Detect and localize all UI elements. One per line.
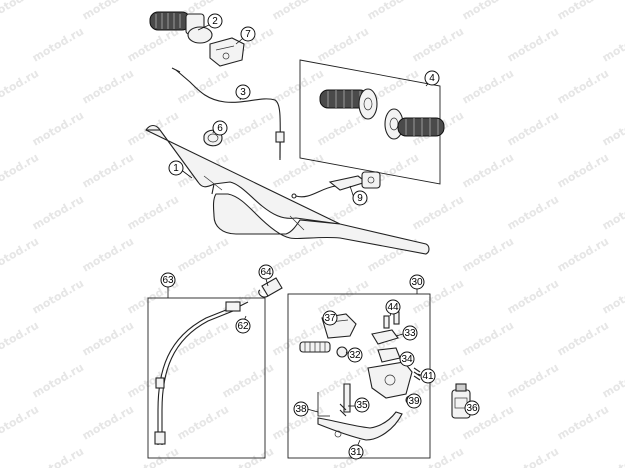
callout-33: 33 — [402, 325, 418, 341]
callout-number: 44 — [387, 302, 399, 313]
throttle-housing-part — [209, 37, 245, 67]
callout-32: 32 — [347, 347, 363, 363]
callout-3: 3 — [235, 84, 251, 100]
callout-64: 64 — [258, 264, 274, 280]
callout-number: 3 — [240, 87, 246, 98]
callout-number: 35 — [356, 400, 368, 411]
callout-number: 33 — [404, 328, 416, 339]
callout-35: 35 — [354, 397, 370, 413]
callout-number: 4 — [429, 73, 435, 84]
callout-number: 7 — [245, 29, 251, 40]
callout-62: 62 — [235, 318, 251, 334]
callout-7: 7 — [240, 26, 256, 42]
grip-right-part — [384, 108, 445, 140]
callout-number: 30 — [411, 277, 423, 288]
callout-37: 37 — [322, 310, 338, 326]
callout-number: 34 — [401, 354, 413, 365]
callout-41: 41 — [420, 368, 436, 384]
callout-31: 31 — [348, 444, 364, 460]
callout-30: 30 — [409, 274, 425, 290]
kill-switch-part — [291, 171, 381, 199]
callout-number: 9 — [357, 193, 363, 204]
callout-4: 4 — [424, 70, 440, 86]
clutch-cable-box — [147, 297, 266, 459]
clutch-lever-assembly-parts — [299, 311, 421, 441]
callout-9: 9 — [352, 190, 368, 206]
callout-1: 1 — [168, 160, 184, 176]
callout-number: 39 — [408, 396, 420, 407]
callout-number: 31 — [350, 447, 362, 458]
callout-number: 62 — [237, 321, 249, 332]
throttle-cable-part — [171, 67, 285, 161]
callout-39: 39 — [406, 393, 422, 409]
callout-number: 32 — [349, 350, 361, 361]
callout-44: 44 — [385, 299, 401, 315]
handlebar-part — [145, 124, 430, 255]
callout-number: 36 — [466, 403, 478, 414]
grip-set-box — [299, 59, 441, 185]
callout-6: 6 — [212, 120, 228, 136]
callout-number: 37 — [324, 313, 336, 324]
callout-number: 38 — [295, 404, 307, 415]
callout-34: 34 — [399, 351, 415, 367]
callout-2: 2 — [207, 13, 223, 29]
grip-left-part — [319, 88, 378, 120]
handlebar-protector-part — [258, 277, 283, 298]
callout-36: 36 — [464, 400, 480, 416]
callout-number: 63 — [162, 275, 174, 286]
callout-63: 63 — [160, 272, 176, 288]
callout-number: 64 — [260, 267, 272, 278]
callout-number: 1 — [173, 163, 179, 174]
callout-number: 41 — [422, 371, 434, 382]
callout-38: 38 — [293, 401, 309, 417]
callout-number: 2 — [212, 16, 218, 27]
callout-number: 6 — [217, 123, 223, 134]
